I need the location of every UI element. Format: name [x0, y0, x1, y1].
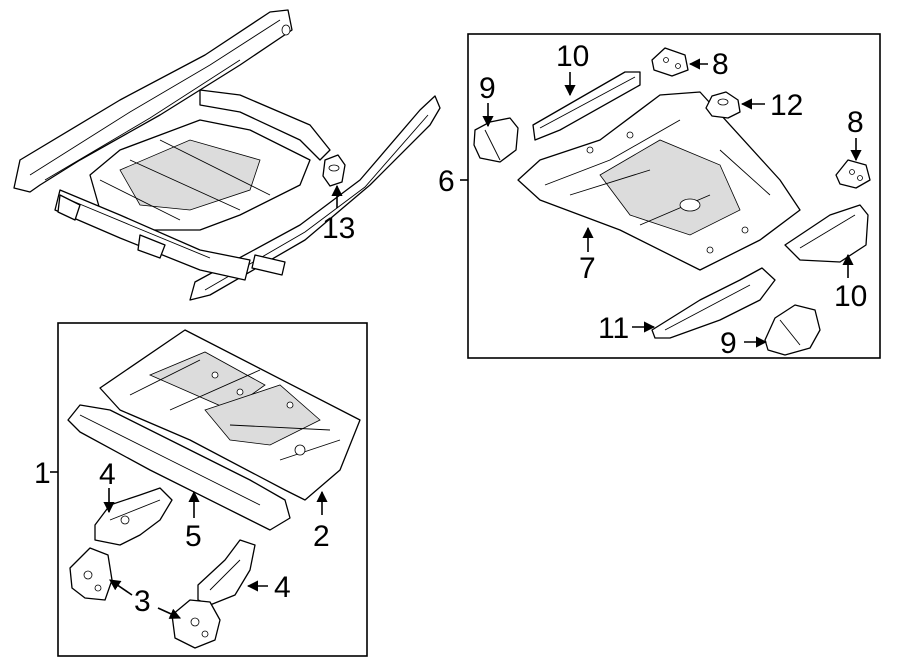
rear-floor-pan-assembly — [67, 329, 361, 649]
callout-8b: 8 — [847, 106, 864, 139]
callout-10b: 10 — [834, 280, 867, 313]
callout-1: 1 — [34, 457, 51, 490]
callout-9b: 9 — [720, 327, 737, 360]
leader-lines — [50, 58, 862, 619]
parts-group-box-6 — [467, 33, 881, 359]
callout-5: 5 — [185, 520, 202, 553]
callout-4a: 4 — [99, 458, 116, 491]
callout-8a: 8 — [712, 48, 729, 81]
callout-11: 11 — [598, 312, 629, 345]
callout-4b: 4 — [274, 571, 291, 604]
callout-12: 12 — [770, 89, 803, 122]
callout-3: 3 — [134, 585, 151, 618]
parts-group-box-1 — [57, 322, 368, 657]
callout-2: 2 — [313, 520, 330, 553]
rear-floor-assembly-parts — [473, 47, 871, 356]
callout-numbers: 13 1 2 5 4 4 3 6 10 8 9 12 8 7 10 11 9 — [34, 40, 867, 618]
callout-6: 6 — [438, 165, 455, 198]
rear-frame-assembly — [13, 9, 441, 301]
callout-7: 7 — [579, 252, 596, 285]
callout-9a: 9 — [479, 72, 496, 105]
callout-10a: 10 — [556, 40, 589, 73]
callout-13: 13 — [322, 212, 355, 245]
